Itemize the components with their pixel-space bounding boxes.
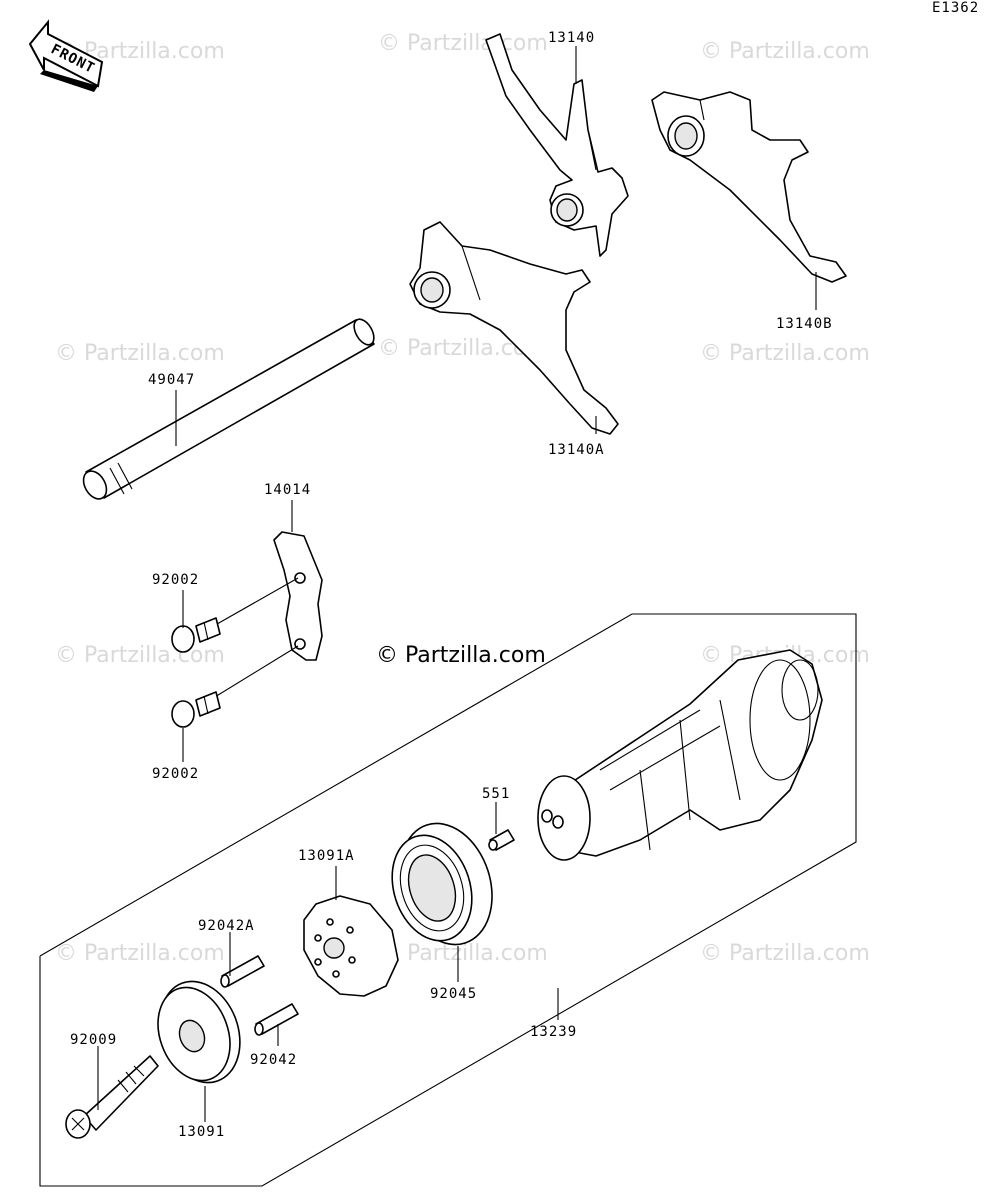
watermark: © Partzilla.com <box>378 31 548 56</box>
watermark: © Partzilla.com <box>55 341 225 366</box>
part-label-92002-top: 92002 <box>152 572 199 588</box>
shift-fork-13140 <box>485 33 629 257</box>
part-label-551: 551 <box>482 786 510 802</box>
shift-drum <box>537 649 823 861</box>
leader-lines <box>97 46 817 1122</box>
part-label-49047: 49047 <box>148 372 195 388</box>
part-label-13239: 13239 <box>530 1024 577 1040</box>
shift-shaft-49047 <box>82 318 375 500</box>
front-arrow-icon: FRONT <box>28 19 104 92</box>
part-label-13091: 13091 <box>178 1124 225 1140</box>
bolt-92002-bottom <box>171 645 299 728</box>
bearing-92045 <box>391 822 493 946</box>
plate-13091 <box>157 980 241 1084</box>
watermark: © Partzilla.com <box>700 341 870 366</box>
pin-551 <box>488 829 515 851</box>
pin-92042A <box>220 955 265 988</box>
diagram-code: E1362 <box>932 0 979 16</box>
part-label-13140A: 13140A <box>548 442 605 458</box>
bolt-92002-top <box>171 577 299 653</box>
part-label-92042: 92042 <box>250 1052 297 1068</box>
cam-13091A <box>303 895 399 997</box>
part-label-13140B: 13140B <box>776 316 833 332</box>
watermark: © Partzilla.com <box>55 941 225 966</box>
part-label-14014: 14014 <box>264 482 311 498</box>
retainer-plate-14014 <box>273 531 323 661</box>
shift-fork-13140B <box>651 91 847 283</box>
assembly-outline-13239 <box>39 613 857 1187</box>
part-label-92045: 92045 <box>430 986 477 1002</box>
watermark: © Partzilla.com <box>700 39 870 64</box>
part-label-13091A: 13091A <box>298 848 355 864</box>
part-label-92002-bottom: 92002 <box>152 766 199 782</box>
watermark: © Partzilla.com <box>378 941 548 966</box>
watermark: © Partzilla.com <box>700 941 870 966</box>
pin-92042 <box>254 1003 299 1036</box>
watermark: © Partzilla.com <box>55 643 225 668</box>
part-label-92042A: 92042A <box>198 918 255 934</box>
center-watermark: © Partzilla.com <box>376 643 546 668</box>
screw-92009 <box>65 1055 159 1139</box>
part-label-92009: 92009 <box>70 1032 117 1048</box>
shift-fork-13140A <box>409 221 619 435</box>
part-labels: 13140 13140B 13140A 49047 14014 92002 92… <box>70 30 833 1140</box>
part-label-13140: 13140 <box>548 30 595 46</box>
